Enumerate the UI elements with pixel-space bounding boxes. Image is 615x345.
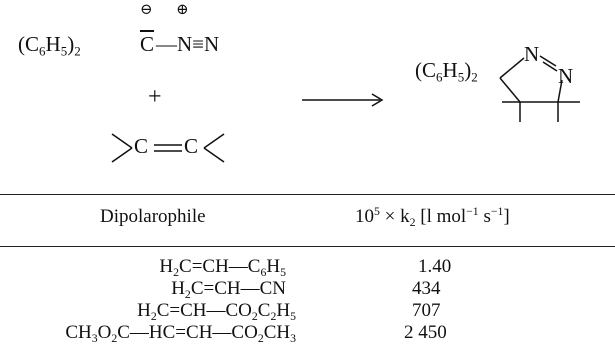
column-header-rate-constant: 105 × k2 [l mol−1 s−1] — [355, 204, 510, 230]
table-row: H2C=CH—CN 434 — [0, 278, 615, 301]
cell-rate-constant: 707 — [412, 300, 441, 321]
cell-dipolarophile: H2C=CH—CO2C2H5 — [137, 300, 296, 324]
ring-nitrogen-right: N — [558, 64, 574, 88]
table-row: H2C=CH—C6H5 1.40 — [0, 256, 615, 279]
diazo-carbon: C — [140, 32, 155, 56]
alkene-structure — [111, 133, 225, 163]
cell-rate-constant: 434 — [412, 278, 441, 299]
cell-dipolarophile: H2C=CH—CN — [171, 278, 286, 302]
cell-rate-constant: 1.40 — [418, 256, 452, 277]
table-header-rule — [0, 246, 615, 247]
cell-rate-constant: 2 450 — [404, 322, 447, 343]
positive-charge-icon: ⊕ — [176, 2, 189, 18]
pyrazoline-ring — [499, 55, 580, 122]
negative-charge-icon: ⊖ — [140, 2, 153, 18]
alkene-carbon-right: C — [184, 134, 199, 158]
reaction-scheme: ⊖ ⊕ (C6H5)2 C —N≡N + C C (C6H5)2 — [18, 2, 580, 163]
diazo-bond: —N≡N — [156, 32, 220, 56]
ring-nitrogen-top: N — [524, 42, 540, 66]
diazo-compound: (C6H5)2 — [18, 32, 81, 59]
cell-dipolarophile: CH3O2C—HC=CH—CO2CH3 — [65, 322, 296, 345]
table-top-rule — [0, 194, 615, 195]
table-row: H2C=CH—CO2C2H5 707 — [0, 300, 615, 323]
alkene-carbon-left: C — [134, 134, 149, 158]
product-substituent: (C6H5)2 — [415, 58, 478, 85]
cell-dipolarophile: H2C=CH—C6H5 — [159, 256, 286, 280]
reaction-arrow-icon — [302, 93, 384, 107]
table-row: CH3O2C—HC=CH—CO2CH3 2 450 — [0, 322, 615, 345]
column-header-dipolarophile: Dipolarophile — [100, 206, 206, 227]
plus-sign: + — [148, 84, 162, 110]
